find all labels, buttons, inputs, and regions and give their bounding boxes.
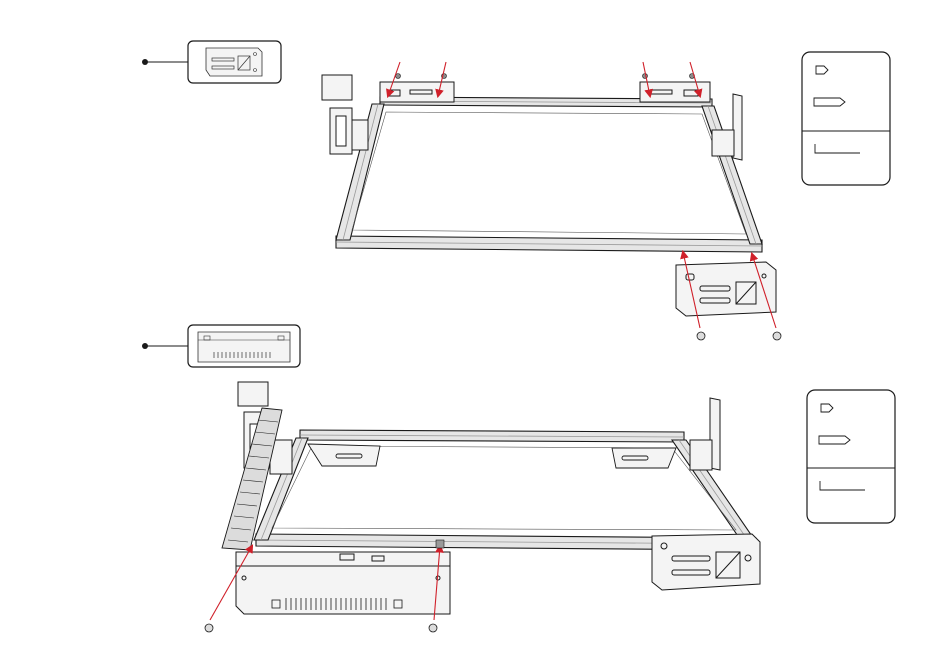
step-1 [142,41,890,340]
step-2-callout-bullet [142,343,188,349]
nut-icon [205,624,213,632]
step-1-left-motor [322,75,368,154]
front-cover-plate-thumbnail [188,325,300,367]
nut-icon [429,624,437,632]
step-1-frame [336,97,762,252]
front-cover-plate [236,552,450,614]
step-2-corner-brackets [308,444,676,468]
step-2-side-plate [652,534,760,590]
long-screw-icon [819,436,850,444]
side-plate-thumbnail [188,41,281,83]
step-2-parts-legend [807,390,895,523]
step-1-parts-legend [802,52,890,185]
step-2 [142,325,895,632]
step-1-top-screws [396,74,695,79]
nut-icon [773,332,781,340]
step-2-right-upright [690,398,720,470]
nut-icon [697,332,705,340]
step-1-callout-bullet [142,59,188,65]
long-screw-icon [814,98,845,106]
